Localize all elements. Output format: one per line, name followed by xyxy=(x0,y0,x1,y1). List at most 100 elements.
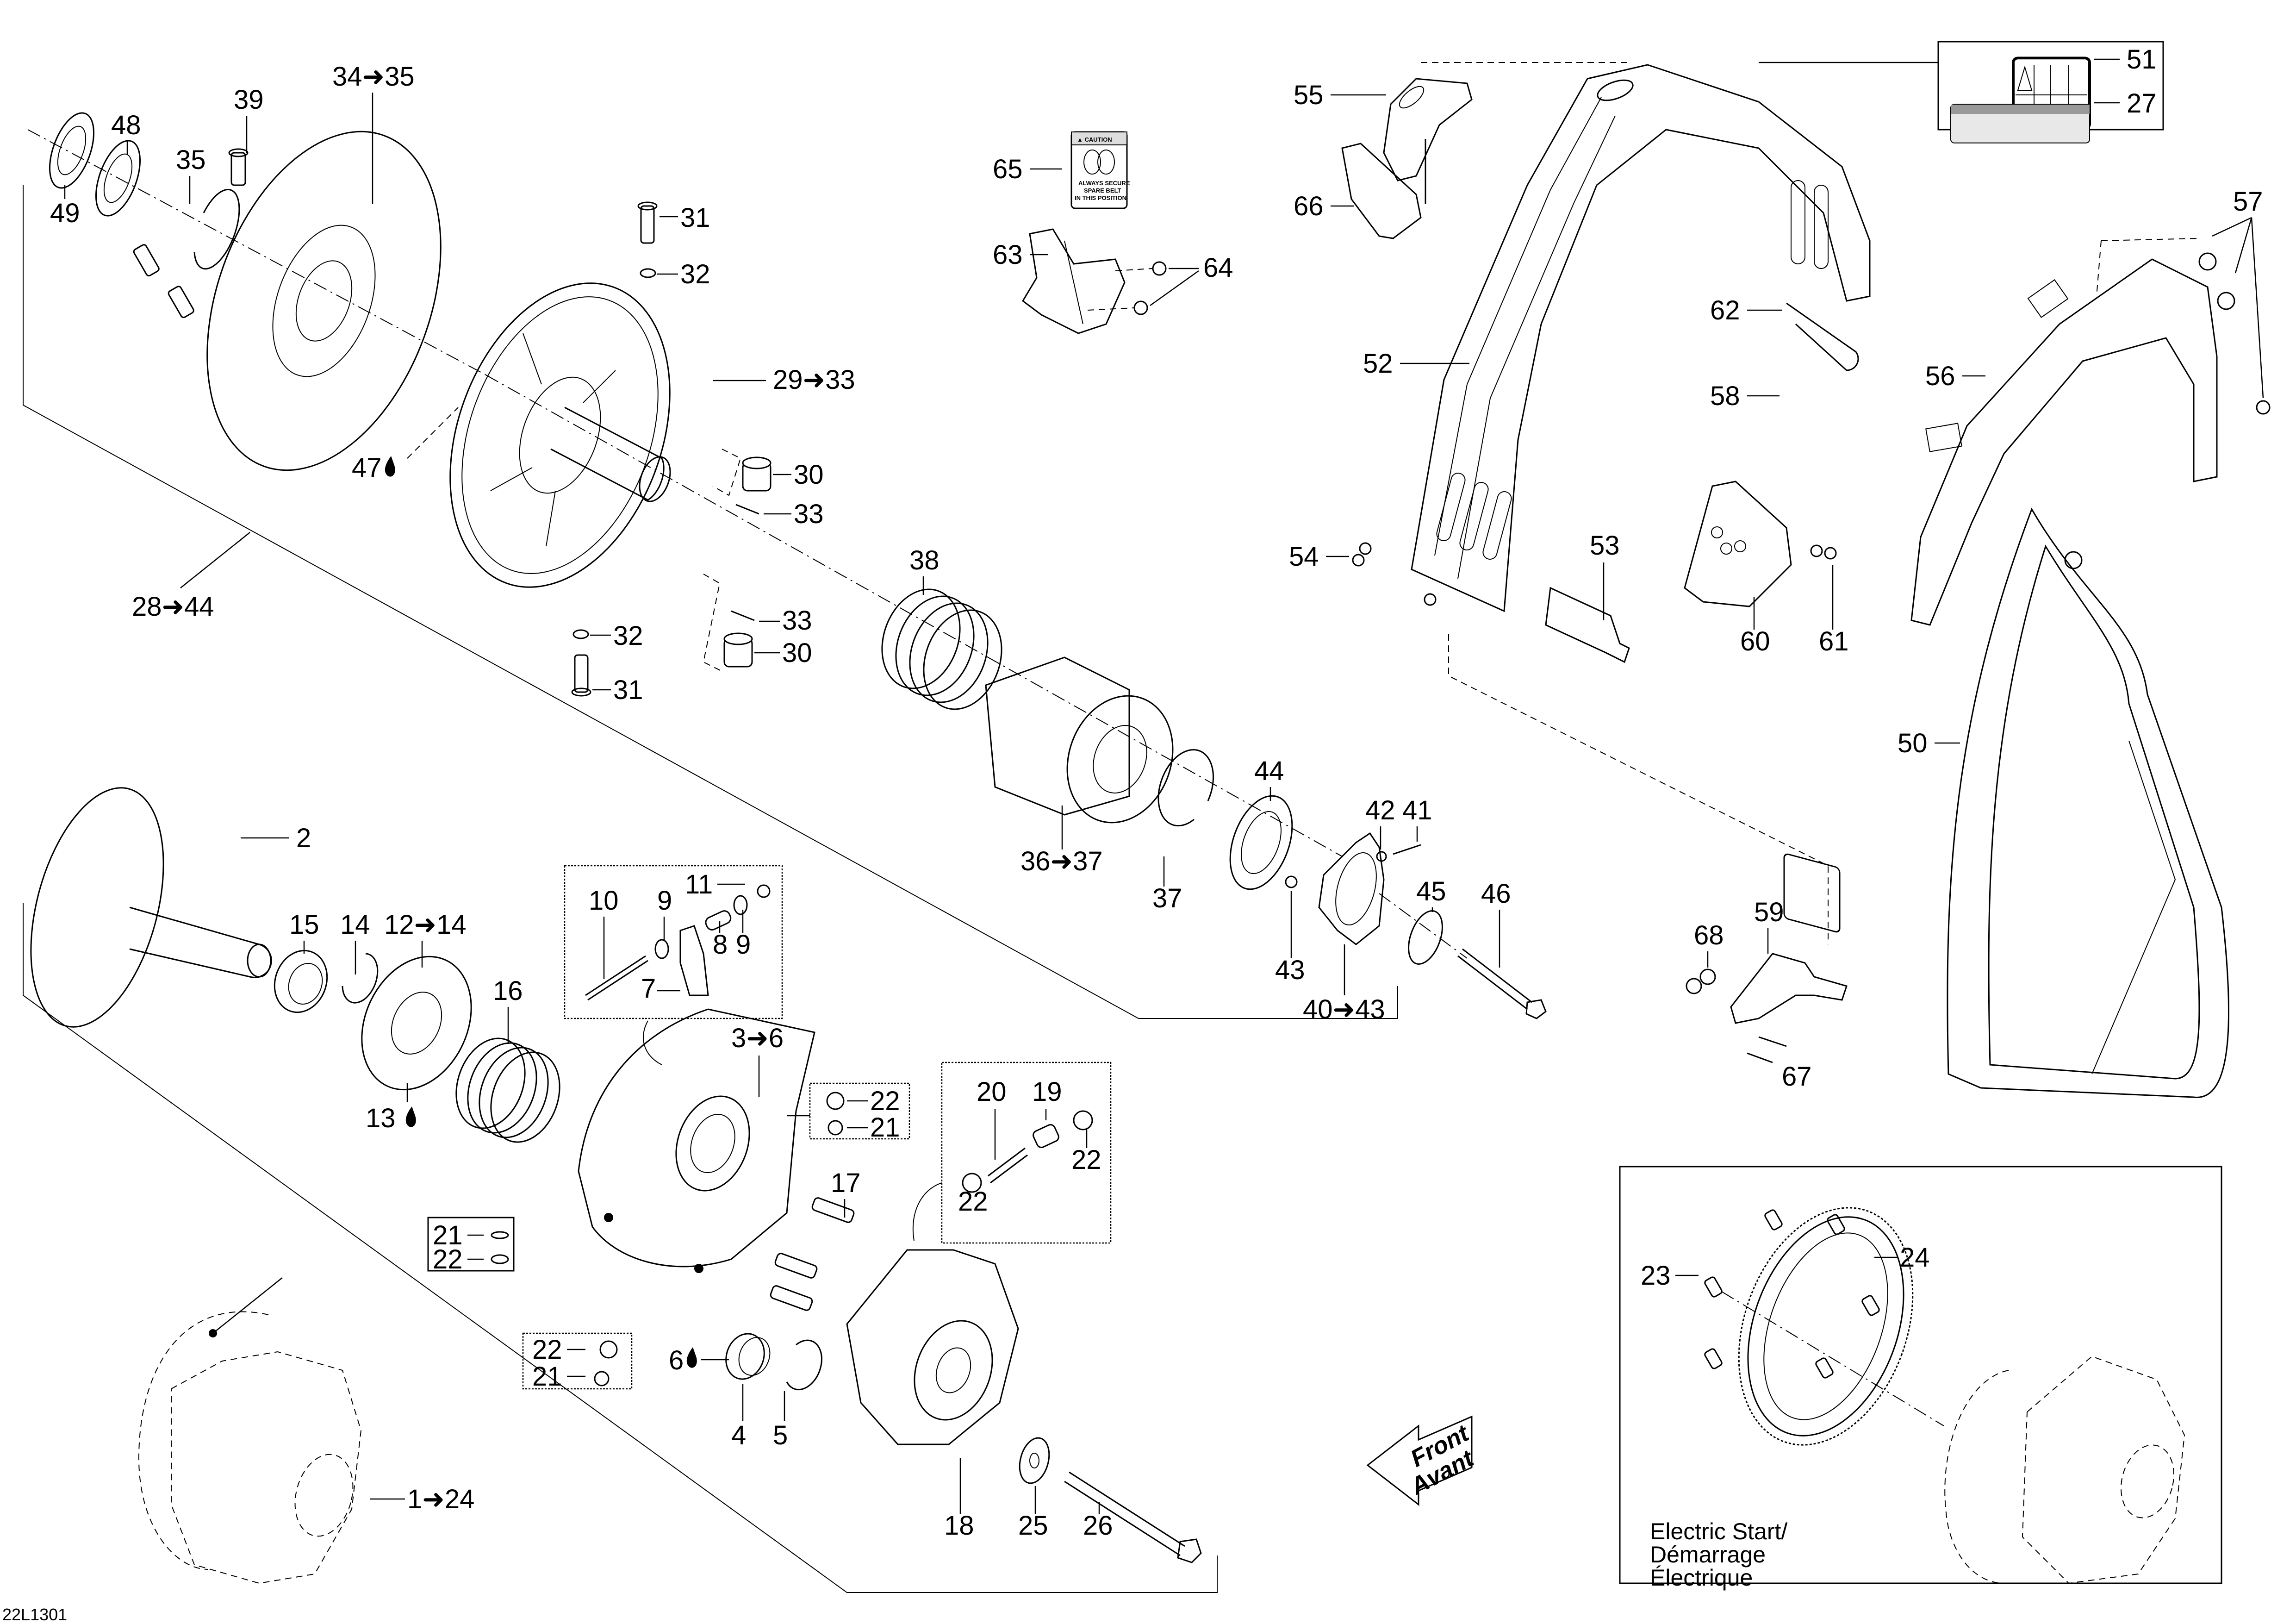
guard-plate-60 xyxy=(1684,481,1792,607)
callout-45: 45 xyxy=(1416,876,1446,906)
lubricant-drop-icon xyxy=(405,1106,416,1127)
grommet-64b xyxy=(1133,300,1148,315)
washer-44 xyxy=(1229,795,1293,890)
callout-57: 57 xyxy=(2233,187,2263,217)
ring-5 xyxy=(786,1339,822,1391)
electric-start-note: Electric Start/ Démarrage Électrique xyxy=(1650,1518,1787,1591)
callout-39: 39 xyxy=(234,85,264,115)
callout-16: 16 xyxy=(493,976,523,1006)
callout-26: 26 xyxy=(1083,1511,1113,1541)
washer-45 xyxy=(1408,910,1443,965)
svg-text:Electric Start/: Electric Start/ xyxy=(1650,1518,1787,1544)
callout-23: 23 xyxy=(1641,1261,1671,1291)
pin xyxy=(133,244,194,319)
push-rivet-57c xyxy=(2256,400,2271,415)
spider-18 xyxy=(846,1249,1019,1445)
callout-30-lower: 30 xyxy=(782,638,812,668)
callout-53: 53 xyxy=(1590,531,1620,561)
callout-43: 43 xyxy=(1275,955,1305,985)
push-rivet-57d xyxy=(2064,551,2083,569)
retaining-ring-35 xyxy=(193,188,240,270)
callout-30-upper: 30 xyxy=(794,460,824,490)
nut-54b xyxy=(1352,554,1365,567)
callout-64: 64 xyxy=(1203,253,1233,283)
handle-55 xyxy=(1383,78,1473,181)
callout-33-upper: 33 xyxy=(794,499,824,529)
callout-37: 37 xyxy=(1152,883,1182,913)
callout-21-inset-left: 21 xyxy=(433,1220,463,1250)
screws-23 xyxy=(1704,1209,1880,1379)
callout-31-upper: 31 xyxy=(680,203,710,233)
callout-2: 2 xyxy=(296,823,311,853)
drive-pulley-electric xyxy=(1944,1355,2185,1584)
inset-box-lever xyxy=(564,865,783,1019)
pin-39 xyxy=(228,148,249,186)
callout-22-inset-lower: 22 xyxy=(532,1335,562,1365)
bracket-40 xyxy=(1318,832,1385,945)
callout-48: 48 xyxy=(111,110,141,140)
callout-25: 25 xyxy=(1018,1511,1048,1541)
callout-47: 47 xyxy=(352,453,382,483)
drawing-code: 22L1301 xyxy=(2,1605,67,1624)
belt-guard-cover-56 xyxy=(1910,258,2218,626)
washer-42 xyxy=(1376,851,1387,862)
inset-box-22-21-upper xyxy=(809,1082,910,1140)
spring-38 xyxy=(881,588,1002,710)
callout-67: 67 xyxy=(1782,1062,1812,1092)
bolt-26 xyxy=(1064,1471,1202,1563)
callout-36-37: 36➜37 xyxy=(1020,846,1103,876)
callout-13: 13 xyxy=(366,1103,396,1133)
callout-15: 15 xyxy=(289,910,319,940)
callout-9-right: 9 xyxy=(736,930,751,960)
callout-33-lower: 33 xyxy=(782,606,812,636)
electric-start-inset xyxy=(1619,1166,2222,1584)
belt-guard-52 xyxy=(1411,64,1871,612)
inset-box-roller xyxy=(941,1062,1112,1244)
callout-55: 55 xyxy=(1294,80,1324,110)
callout-5: 5 xyxy=(773,1420,788,1450)
callout-21-inset-upper: 21 xyxy=(870,1112,900,1143)
plate-53 xyxy=(1545,587,1630,663)
callout-1-24: 1➜24 xyxy=(407,1484,474,1514)
o-ring-21 xyxy=(828,1120,843,1136)
callout-60: 60 xyxy=(1740,626,1770,656)
callout-6: 6 xyxy=(669,1345,684,1375)
bolt-67a xyxy=(1758,1036,1787,1047)
callout-7: 7 xyxy=(641,974,656,1004)
lubricant-drop-icon xyxy=(686,1347,697,1368)
callout-32-upper: 32 xyxy=(680,259,710,289)
inset-box-22-21-lower xyxy=(522,1332,633,1390)
washer-49 xyxy=(49,112,95,189)
callout-54: 54 xyxy=(1289,542,1319,572)
callout-17: 17 xyxy=(831,1168,861,1198)
callout-49: 49 xyxy=(50,198,80,228)
grommet-64a xyxy=(1152,261,1167,276)
callout-3-6: 3➜6 xyxy=(731,1023,784,1053)
lubricant-drop-icon xyxy=(385,456,395,477)
callout-20: 20 xyxy=(977,1077,1007,1107)
warning-decal-27 xyxy=(1950,104,2090,144)
washer-32-upper xyxy=(640,268,656,278)
roller-30-lower xyxy=(723,632,753,668)
callout-10: 10 xyxy=(589,886,619,916)
callout-52: 52 xyxy=(1363,349,1393,379)
screw-41 xyxy=(1393,844,1421,855)
drive-belt-50 xyxy=(1947,507,2230,1098)
callout-29-33: 29➜33 xyxy=(773,365,855,395)
callout-21-inset-lower: 21 xyxy=(532,1362,562,1392)
bracket-59 xyxy=(1730,953,1848,1024)
callout-11: 11 xyxy=(685,869,713,899)
callout-51: 51 xyxy=(2127,44,2157,75)
callout-68: 68 xyxy=(1694,920,1724,950)
nut-68a xyxy=(1699,968,1716,985)
nut-54c xyxy=(1424,593,1437,606)
movable-sheave-3 xyxy=(578,1008,815,1273)
callout-62: 62 xyxy=(1710,295,1740,325)
washer-25 xyxy=(1019,1437,1050,1484)
bracket-66 xyxy=(1341,139,1426,239)
group-bracket-1-24 xyxy=(23,903,1218,1593)
group-bracket-28-44 xyxy=(23,185,1398,1019)
roller-30-upper xyxy=(742,456,772,492)
bolt-46 xyxy=(1457,948,1547,1019)
callout-8: 8 xyxy=(713,930,728,960)
